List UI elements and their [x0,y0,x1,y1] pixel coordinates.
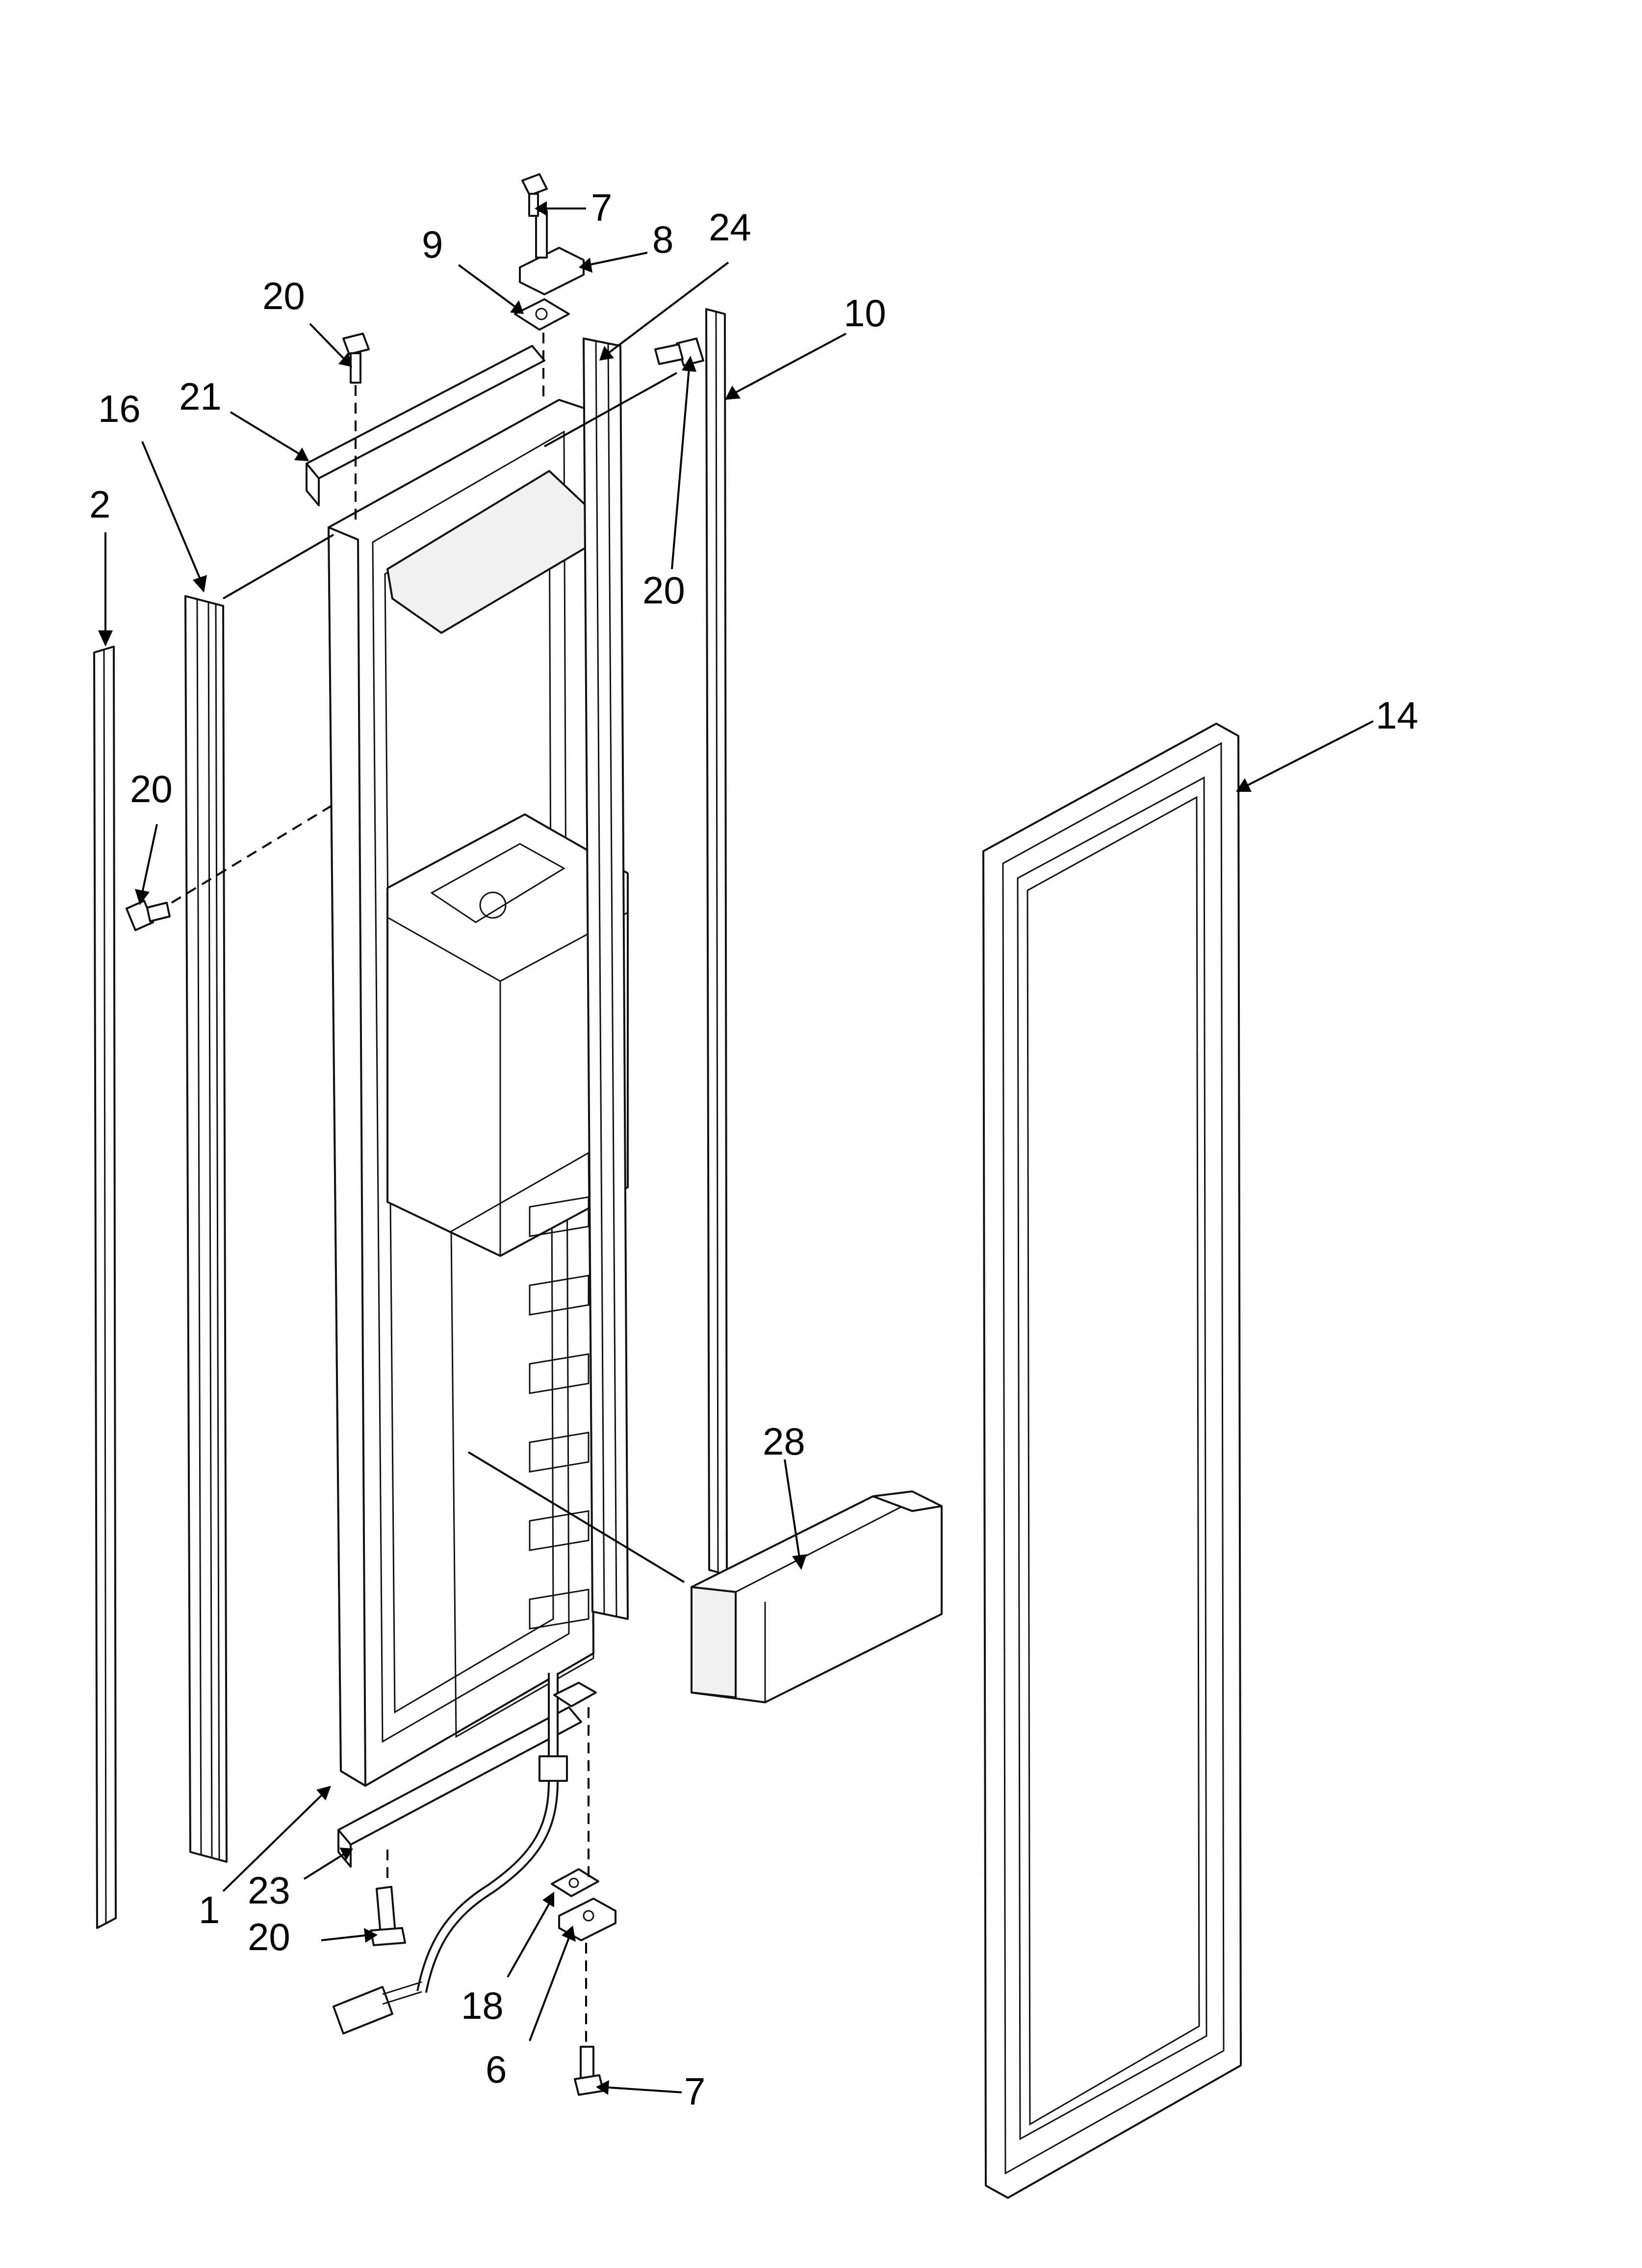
callout-1: 1 [199,1888,220,1931]
callout-9: 9 [422,223,443,266]
callout-arrows [98,201,1374,2095]
part-14-door-gasket [982,723,1242,2199]
callout-20-top-right: 20 [642,569,685,612]
wire-harness [333,1673,568,2034]
part-16-channel-strip [184,595,228,1863]
part-20-screw-top-left [342,333,370,384]
callout-7-top: 7 [591,186,612,229]
alignment-lines [171,333,685,2043]
part-28-door-bin [691,1490,943,1703]
callout-16: 16 [98,387,141,430]
callout-20-bottom: 20 [248,1915,290,1958]
callout-2: 2 [89,483,110,526]
callout-18: 18 [461,1984,504,2027]
part-20-screw-bottom [370,1886,406,1946]
callout-10: 10 [844,291,886,335]
callout-28: 28 [763,1420,805,1463]
part-2-trim-strip [93,646,117,1929]
callout-23: 23 [248,1869,290,1912]
part-8-top-hinge [519,210,585,295]
bottom-bracket-small [553,1682,597,1707]
callout-14: 14 [1376,694,1418,737]
part-20-screw-top-right [654,338,704,366]
callout-labels: 7 8 9 24 10 20 21 16 2 20 20 14 28 1 23 … [89,186,1418,2113]
callout-21: 21 [179,375,222,418]
part-1-door-liner [328,399,629,1787]
part-20-screw-mid-left [126,900,171,931]
callout-20-mid-left: 20 [130,767,173,810]
callout-7-bottom: 7 [684,2070,705,2113]
part-18-hinge-plate [551,1868,599,1897]
part-10-trim-strip [705,308,728,1576]
part-24-channel-strip [583,338,629,1620]
part-7-top-screw [521,173,548,217]
callout-20-top-left: 20 [262,274,305,317]
callout-6: 6 [486,2048,507,2091]
callout-8: 8 [652,218,673,261]
part-9-hinge-plate [514,298,570,331]
callout-24: 24 [709,206,751,249]
